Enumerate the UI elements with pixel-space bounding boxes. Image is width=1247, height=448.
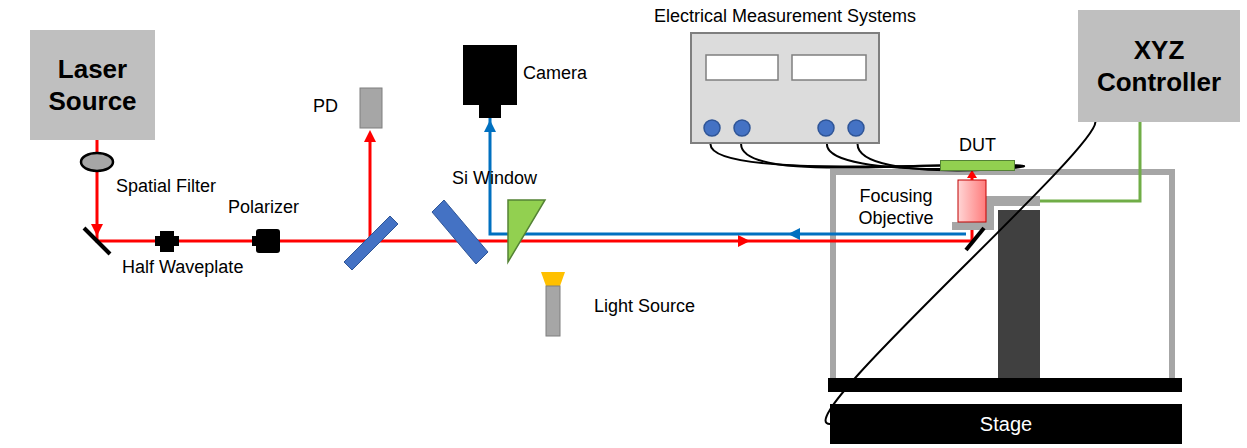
terminal-knob (704, 120, 720, 136)
wire (710, 144, 940, 167)
node-label: XYZ Controller (1084, 34, 1234, 99)
component-label: Half Waveplate (122, 257, 243, 279)
beam-arrowhead (788, 228, 800, 240)
display-screen (706, 55, 778, 80)
terminal-knob (848, 120, 864, 136)
beam-arrowhead (484, 120, 496, 132)
wire (858, 144, 1025, 171)
laser-source-box: Laser Source (30, 30, 155, 140)
xyz-controller-box: XYZ Controller (1078, 10, 1240, 122)
component-label: Si Window (452, 168, 537, 190)
node-label: Stage (980, 413, 1032, 436)
objective-mount (952, 222, 994, 230)
si-window (508, 200, 545, 262)
beam-arrowhead (738, 235, 750, 247)
laser-beam (369, 140, 372, 241)
laser-beam (97, 140, 972, 241)
instrument-panel (692, 34, 878, 142)
spatial-filter (81, 153, 113, 171)
camera-body (463, 45, 517, 105)
enclosure-frame (833, 172, 1172, 380)
z-actuator-block (998, 210, 1040, 378)
light-cone (541, 272, 565, 286)
base-plate (828, 378, 1182, 392)
mirror (966, 228, 984, 250)
polarizer (252, 236, 258, 246)
component-label: Light Source (594, 296, 695, 318)
display-screen (792, 55, 866, 80)
component-label: Focusing Objective (850, 186, 942, 229)
wire (741, 144, 940, 168)
stage-bar: Stage (830, 404, 1182, 444)
terminal-knob (818, 120, 834, 136)
measurement-instrument: Electrical Measurement Systems (690, 32, 880, 144)
photodiode (360, 88, 382, 128)
beam-splitter (344, 216, 398, 270)
component-label: Polarizer (228, 197, 299, 219)
device-under-test: DUT (940, 160, 1015, 171)
terminal-knob (734, 120, 750, 136)
camera-lens (479, 105, 501, 118)
node-label: DUT (911, 135, 1044, 156)
focusing-objective (958, 180, 986, 222)
light-source-lamp (546, 286, 560, 336)
node-label: Laser Source (36, 53, 149, 118)
polarizer (256, 229, 280, 253)
node-label: Electrical Measurement Systems (572, 6, 998, 27)
half-waveplate (155, 236, 179, 246)
component-label: Camera (523, 63, 587, 85)
dichroic-mirror (432, 200, 488, 264)
component-label: PD (313, 96, 338, 118)
beam-arrowhead (364, 130, 376, 142)
wire (826, 122, 1096, 424)
component-label: Spatial Filter (116, 176, 216, 198)
mirror (84, 228, 110, 254)
